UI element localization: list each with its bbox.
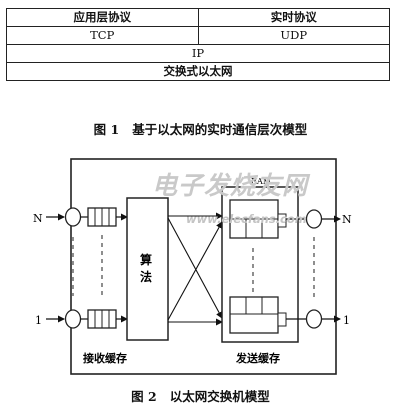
figure-1-title: 基于以太网的实时通信层次模型 bbox=[132, 122, 308, 137]
figure-1-number: 图 1 bbox=[93, 122, 120, 137]
output-port-1 bbox=[305, 309, 323, 329]
input-port-n bbox=[64, 207, 82, 227]
send-queue-1 bbox=[229, 296, 287, 334]
input-port-1 bbox=[64, 309, 82, 329]
algorithm-block bbox=[126, 197, 169, 341]
layer-row-link: 交换式以太网 bbox=[6, 62, 390, 81]
cell-tcp: TCP bbox=[6, 26, 199, 45]
cell-application-protocol: 应用层协议 bbox=[6, 8, 199, 27]
switch-outer-frame bbox=[70, 158, 337, 375]
receive-queue-n bbox=[87, 207, 117, 227]
protocol-layer-table: 应用层协议 实时协议 TCP UDP IP 交换式以太网 bbox=[6, 8, 390, 81]
watermark-url: www.elecfans.com bbox=[186, 212, 307, 226]
label-input-n: N bbox=[33, 212, 43, 225]
receive-queue-1 bbox=[87, 309, 117, 329]
label-output-n: N bbox=[342, 213, 352, 226]
layer-row-network: IP bbox=[6, 44, 390, 63]
send-buffer-label: 发送缓存 bbox=[235, 351, 280, 365]
link-cross-up bbox=[167, 221, 223, 321]
ram-label: RAM bbox=[251, 177, 271, 186]
figure-2-caption: 图 2 以太网交换机模型 bbox=[0, 386, 401, 405]
switch-model-diagram: N 1 N 1 算 法 RAM 接收缓存 发送缓存 bbox=[33, 158, 352, 375]
watermark-logo-text: 电子发烧友网 bbox=[152, 171, 309, 200]
link-cross-down bbox=[167, 217, 223, 319]
figure-2-number: 图 2 bbox=[131, 389, 157, 404]
figure-2-title: 以太网交换机模型 bbox=[169, 389, 270, 404]
cell-realtime-protocol: 实时协议 bbox=[197, 8, 390, 27]
label-output-1: 1 bbox=[343, 314, 350, 327]
cell-udp: UDP bbox=[197, 26, 390, 45]
cell-switched-ethernet: 交换式以太网 bbox=[6, 62, 390, 81]
layer-row-application: 应用层协议 实时协议 bbox=[6, 8, 390, 27]
cell-ip: IP bbox=[6, 44, 390, 63]
send-queue-n bbox=[229, 199, 287, 239]
label-input-1: 1 bbox=[35, 314, 42, 327]
algorithm-label-bottom: 法 bbox=[140, 269, 152, 284]
output-port-n bbox=[305, 209, 323, 229]
algorithm-label-top: 算 bbox=[140, 252, 152, 267]
receive-buffer-label: 接收缓存 bbox=[83, 351, 127, 365]
figure-1-caption: 图 1 基于以太网的实时通信层次模型 bbox=[0, 119, 401, 138]
layer-row-transport: TCP UDP bbox=[6, 26, 390, 45]
